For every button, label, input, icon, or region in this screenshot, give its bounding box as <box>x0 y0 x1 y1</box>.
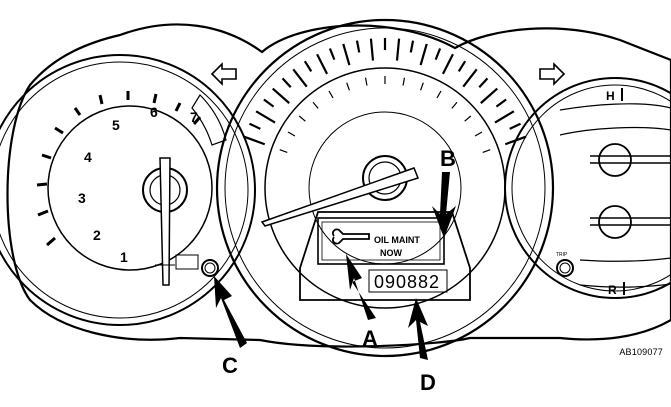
speed-inner-tick <box>475 132 482 136</box>
speed-tick <box>495 111 514 122</box>
tach-number-3: 3 <box>78 190 86 206</box>
speed-tick <box>436 48 440 59</box>
right-turn-arrow-icon <box>540 64 564 84</box>
trip-reset-knob-c <box>202 260 218 276</box>
tach-number-7: 7 <box>190 109 198 125</box>
message-line-2: NOW <box>380 248 403 258</box>
speed-inner-tick <box>465 116 471 121</box>
speed-inner-tick <box>421 83 424 91</box>
trip-button-label: TRIP <box>556 252 568 258</box>
callout-label-a: A <box>362 326 378 351</box>
tach-number-2: 2 <box>93 227 101 243</box>
tach-number-4: 4 <box>84 149 92 165</box>
callout-label-c: C <box>222 353 238 378</box>
speed-tick <box>264 100 274 107</box>
speed-inner-tick <box>313 102 318 108</box>
speed-inner-tick <box>366 78 367 86</box>
callout-label-b: B <box>440 146 456 171</box>
speed-tick <box>357 41 359 53</box>
figure-code: AB109077 <box>619 347 663 357</box>
speed-inner-tick <box>452 102 457 108</box>
speedometer: OIL MAINT NOW 090882 <box>217 20 553 356</box>
callout-arrow-b <box>432 172 456 238</box>
speed-tick <box>421 44 427 65</box>
speed-tick <box>293 69 306 86</box>
callout-label-d: D <box>420 370 436 395</box>
speed-tick <box>463 69 476 86</box>
left-turn-arrow-icon <box>212 64 236 84</box>
odometer-reading: 090882 <box>374 272 440 292</box>
tach-number-5: 5 <box>112 117 120 133</box>
speed-tick <box>256 111 275 122</box>
speed-tick <box>273 89 289 104</box>
speed-inner-tick <box>329 91 333 98</box>
speed-inner-tick <box>280 150 288 153</box>
speed-inner-tick <box>483 150 491 153</box>
speed-tick <box>330 48 334 59</box>
speed-tick <box>317 54 327 74</box>
speed-tick <box>459 61 465 71</box>
callout-arrow-d <box>408 298 428 360</box>
speed-inner-tick <box>299 116 305 121</box>
speed-tick <box>510 124 521 129</box>
tach-number-1: 1 <box>120 249 128 265</box>
message-line-1: OIL MAINT <box>374 235 420 245</box>
tach-number-6: 6 <box>150 104 158 120</box>
speed-tick <box>305 61 311 71</box>
temperature-gauge: H R TRIP <box>505 64 671 298</box>
speed-tick <box>343 44 349 65</box>
speed-tick <box>397 39 399 61</box>
hot-label: H <box>606 89 615 103</box>
speed-tick <box>411 41 413 53</box>
speed-inner-tick <box>403 78 404 86</box>
speed-inner-tick <box>288 132 295 136</box>
speed-inner-tick <box>437 91 441 98</box>
trip-button <box>557 260 573 276</box>
tach-needle <box>160 158 170 285</box>
speed-tick <box>443 54 453 74</box>
callout-arrow-c <box>214 276 247 348</box>
speed-inner-tick <box>347 83 350 91</box>
speed-tick <box>371 39 373 61</box>
speed-tick <box>496 100 506 107</box>
wrench-icon <box>333 229 369 243</box>
cold-label: R <box>608 283 617 297</box>
speed-tick <box>249 124 260 129</box>
speed-tick <box>479 78 487 87</box>
speed-tick <box>481 89 497 104</box>
speed-tick <box>283 78 291 87</box>
